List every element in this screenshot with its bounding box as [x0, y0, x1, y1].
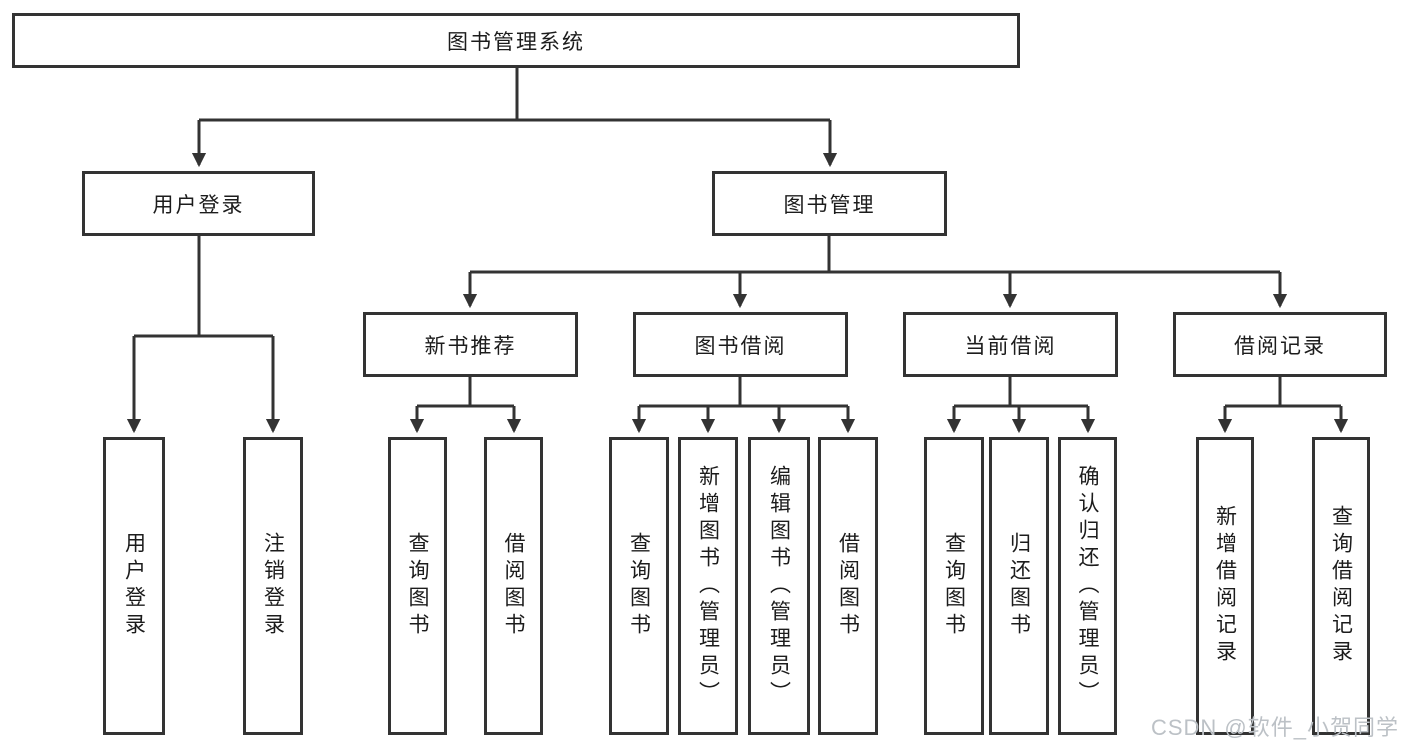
- node-label: 新增图书（管理员）: [696, 464, 720, 708]
- leaf-add-borrow-record: 新增借阅记录: [1196, 437, 1254, 735]
- node-new-book-recommend: 新书推荐: [363, 312, 578, 377]
- node-label: 新增借阅记录: [1213, 505, 1237, 667]
- node-label: 借阅图书: [502, 532, 525, 640]
- node-label: 确认归还（管理员）: [1076, 464, 1099, 708]
- leaf-query-borrow-record: 查询借阅记录: [1312, 437, 1370, 735]
- node-label: 用户登录: [122, 532, 146, 640]
- node-label: 图书借阅: [694, 334, 787, 358]
- node-label: 图书管理系统: [447, 30, 585, 54]
- leaf-confirm-return-admin: 确认归还（管理员）: [1058, 437, 1117, 735]
- leaf-query-books-borrow: 查询图书: [609, 437, 669, 735]
- node-label: 查询图书: [627, 532, 651, 640]
- node-label: 当前借阅: [964, 334, 1057, 358]
- leaf-borrow-books: 借阅图书: [818, 437, 878, 735]
- node-borrowing-records: 借阅记录: [1173, 312, 1387, 377]
- leaf-query-books-recommend: 查询图书: [388, 437, 447, 735]
- node-label: 图书管理: [783, 193, 876, 217]
- node-label: 新书推荐: [424, 334, 517, 358]
- node-user-login-branch: 用户登录: [82, 171, 315, 236]
- node-label: 借阅记录: [1234, 334, 1326, 358]
- node-book-management-branch: 图书管理: [712, 171, 947, 236]
- node-label: 查询图书: [406, 532, 429, 640]
- node-label: 查询图书: [942, 532, 966, 640]
- leaf-query-books-current: 查询图书: [924, 437, 984, 735]
- node-label: 注销登录: [261, 532, 285, 640]
- node-label: 编辑图书（管理员）: [767, 464, 791, 708]
- node-current-borrowing: 当前借阅: [903, 312, 1118, 377]
- leaf-logout: 注销登录: [243, 437, 303, 735]
- leaf-add-books-admin: 新增图书（管理员）: [678, 437, 738, 735]
- node-label: 归还图书: [1007, 532, 1031, 640]
- leaf-borrow-books-recommend: 借阅图书: [484, 437, 543, 735]
- leaf-edit-books-admin: 编辑图书（管理员）: [748, 437, 810, 735]
- node-library-management-system: 图书管理系统: [12, 13, 1020, 68]
- csdn-watermark: CSDN @软件_小贺同学: [1150, 715, 1399, 740]
- node-label: 用户登录: [152, 193, 245, 217]
- leaf-return-books: 归还图书: [989, 437, 1049, 735]
- leaf-user-login: 用户登录: [103, 437, 165, 735]
- node-label: 查询借阅记录: [1329, 505, 1353, 667]
- node-book-borrowing: 图书借阅: [633, 312, 848, 377]
- node-label: 借阅图书: [836, 532, 860, 640]
